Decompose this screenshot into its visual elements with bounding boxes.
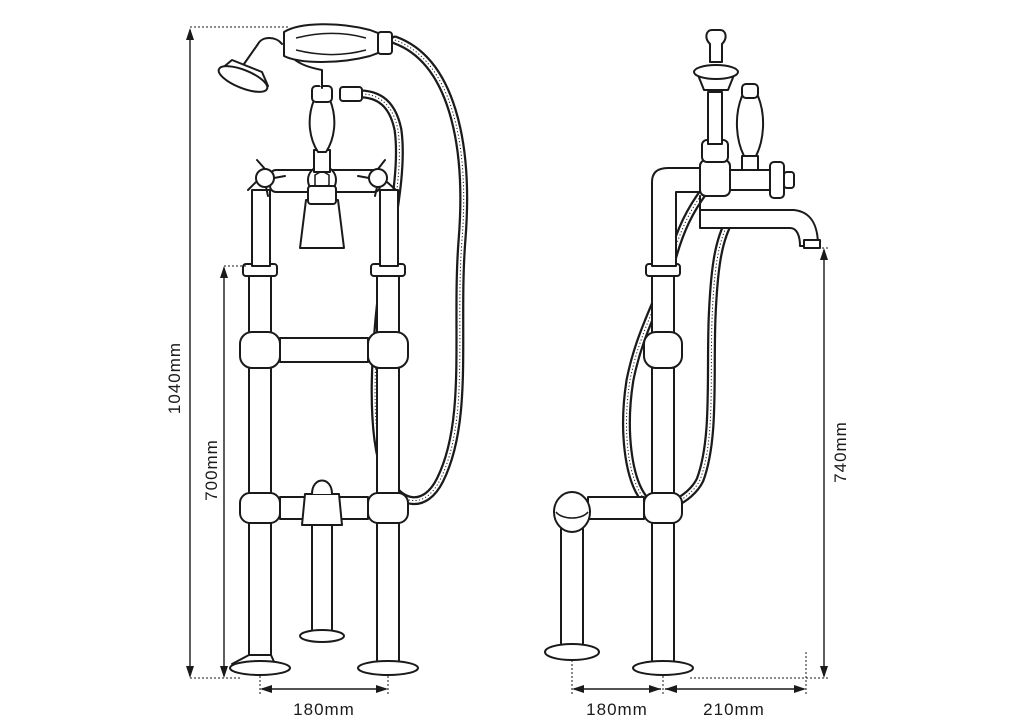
label-side-180mm: 180mm	[586, 700, 648, 719]
dimension-700mm: 700mm	[202, 265, 246, 678]
front-shower-handset	[217, 23, 393, 93]
dimension-210mm: 210mm	[665, 652, 807, 719]
side-shower-handset	[693, 29, 739, 145]
front-upper-crossbar	[279, 337, 369, 363]
front-left-cross-handle	[247, 159, 286, 197]
label-210mm: 210mm	[703, 700, 765, 719]
side-main-leg	[632, 263, 694, 676]
side-valve-body	[699, 139, 795, 199]
label-front-180mm: 180mm	[293, 700, 355, 719]
dimension-front-180mm: 180mm	[259, 676, 389, 719]
label-700mm: 700mm	[202, 439, 221, 501]
front-diverter-lever	[308, 85, 336, 153]
front-mixer-body	[269, 149, 381, 249]
side-view	[544, 29, 821, 676]
front-right-leg	[357, 263, 419, 676]
side-diverter-lever	[736, 83, 764, 171]
front-view	[217, 23, 469, 676]
side-rear-leg	[544, 491, 645, 661]
dimension-1040mm: 1040mm	[165, 26, 290, 679]
dimension-740mm: 740mm	[690, 247, 850, 679]
label-1040mm: 1040mm	[165, 342, 184, 414]
label-740mm: 740mm	[831, 421, 850, 483]
front-right-cross-handle	[357, 159, 397, 197]
front-centre-pipe	[299, 479, 345, 643]
front-shower-hose	[347, 35, 469, 506]
dimension-side-180mm: 180mm	[571, 660, 664, 719]
front-left-leg	[229, 263, 291, 676]
